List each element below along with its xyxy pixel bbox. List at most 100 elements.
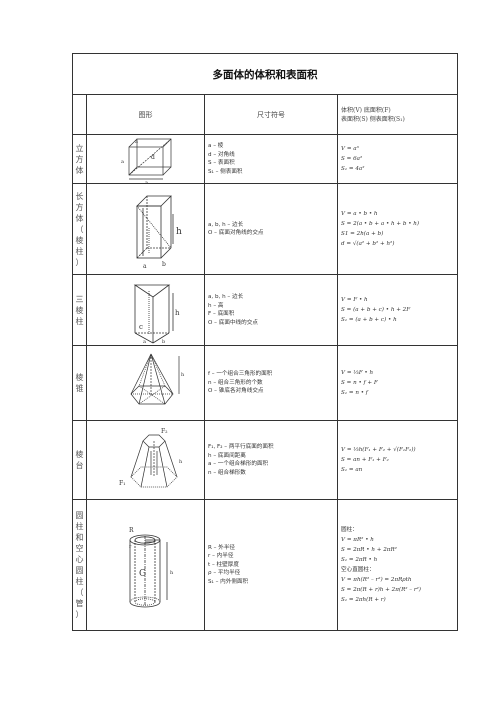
row-name-char: 棱 bbox=[75, 450, 84, 459]
symbol-line: R – 外半径 bbox=[208, 544, 236, 551]
fig-label: r bbox=[129, 544, 132, 550]
polyhedron-table: 多面体的体积和表面积 图形 尺寸符号 体积(V) 底面积(F) 表面积(S) 侧… bbox=[72, 53, 458, 631]
formula-line: S1 = 2h(a + b) bbox=[341, 231, 384, 237]
formula-cell: V = ⅓h(F₁ + F₂ + √(F₁F₂)) S = an + F₁ + … bbox=[337, 420, 458, 500]
row-name-char: 棱 bbox=[75, 235, 84, 245]
formula-line: S = 2π(R + r)h + 2π(R² – r²) bbox=[341, 587, 421, 593]
fig-label: a bbox=[121, 159, 124, 165]
hollow-cylinder-figure-icon: R r G h bbox=[129, 527, 174, 608]
formula-line: V = ⅓h(F₁ + F₂ + √(F₁F₂)) bbox=[341, 447, 416, 453]
row-name-char: 锥 bbox=[75, 384, 84, 393]
row-name-frustum: 棱 台 bbox=[72, 420, 87, 500]
figure-cell: R r G h bbox=[86, 499, 205, 631]
formula-line: S = 6a² bbox=[341, 156, 363, 162]
symbol-line: S₁ – 内外侧面积 bbox=[208, 578, 249, 585]
fig-label: G bbox=[139, 569, 146, 579]
figure-cell: h c a b bbox=[86, 274, 205, 346]
frustum-figure-icon: F₂ F₁ h bbox=[119, 428, 183, 488]
header-name-cell bbox=[72, 94, 87, 135]
header-formula: 体积(V) 底面积(F) 表面积(S) 侧表面积(S₁) bbox=[337, 94, 458, 135]
header-row: 图形 尺寸符号 体积(V) 底面积(F) 表面积(S) 侧表面积(S₁) bbox=[72, 94, 458, 135]
formula-cell: V = ⅓F • h S = n • f + F S₁ = n • f bbox=[337, 345, 458, 421]
fig-label: a bbox=[145, 180, 148, 183]
figure-cell: F₂ F₁ h bbox=[86, 420, 205, 500]
symbol-line: n – 组合三角形的个数 bbox=[208, 379, 263, 386]
header-formula-line1: 体积(V) 底面积(F) bbox=[341, 106, 391, 114]
symbol-line: r – 内半径 bbox=[208, 553, 234, 560]
symbol-line: f – 一个组合三角形的面积 bbox=[208, 371, 273, 378]
formula-line: S₁ = (a + b + c) • h bbox=[341, 317, 397, 323]
row-name-char: （ bbox=[75, 588, 84, 597]
formula-line: S₁ = an bbox=[341, 467, 363, 473]
figure-cell: a a d a bbox=[86, 134, 205, 184]
symbols-cell: R – 外半径 r – 内半径 t – 柱壁厚度 ρ – 平均半径 S₁ – 内… bbox=[204, 499, 338, 631]
row-name-char: 方 bbox=[75, 202, 84, 212]
formula-line: d = √(a² + b² + h²) bbox=[341, 241, 395, 247]
symbols-cell: F₁, F₂ – 两平行底面的面积 h – 底面间距离 a – 一个组合梯形的面… bbox=[204, 420, 338, 500]
row-name-char: 三 bbox=[75, 294, 84, 304]
formula-line: S₁ = 2πh(R + r) bbox=[341, 597, 386, 603]
fig-label: h bbox=[176, 227, 182, 237]
symbol-line: d – 对角线 bbox=[208, 151, 235, 158]
figure-cell: h bbox=[86, 345, 205, 421]
formula-line: V = πR² • h bbox=[341, 537, 374, 543]
fig-label: a bbox=[143, 263, 147, 270]
symbol-line: t – 柱壁厚度 bbox=[208, 561, 239, 568]
table-row: 三 棱 柱 h c a b bbox=[72, 274, 458, 346]
fig-label: c bbox=[139, 323, 143, 331]
symbol-line: n – 组合梯形数 bbox=[208, 469, 246, 476]
row-name-char: 立 bbox=[75, 143, 84, 153]
formula-cell: V = a³ S = 6a² S₁ = 4a² bbox=[337, 134, 458, 184]
fig-label: a bbox=[135, 139, 138, 145]
row-name-char: ） bbox=[75, 610, 84, 619]
symbols-cell: a – 棱 d – 对角线 S – 表面积 S₁ – 侧表面积 bbox=[204, 134, 338, 184]
formula-line: V = a³ bbox=[341, 146, 359, 152]
row-name-char: 心 bbox=[75, 555, 84, 564]
row-name-char: ） bbox=[75, 257, 84, 267]
formula-line: 空心直圆柱： bbox=[341, 567, 375, 573]
formula-line: S = 2πR • h + 2πR² bbox=[341, 547, 397, 553]
symbol-line: a – 棱 bbox=[208, 143, 224, 149]
formula-line: S₁ = n • f bbox=[341, 390, 368, 396]
symbol-line: a, b, h – 边长 bbox=[208, 221, 244, 228]
formula-cell: V = a • b • h S = 2(a • b + a • h + b • … bbox=[337, 183, 458, 275]
formula-line: S = 2(a • b + a • h + b • h) bbox=[341, 221, 420, 227]
header-figure: 图形 bbox=[86, 94, 205, 135]
row-name-char: 圆 bbox=[75, 511, 84, 520]
symbol-line: S₁ – 侧表面积 bbox=[208, 168, 243, 175]
symbols-cell: f – 一个组合三角形的面积 n – 组合三角形的个数 O – 锥底各对角线交点 bbox=[204, 345, 338, 421]
row-name-char: （ bbox=[75, 224, 84, 234]
symbol-line: O – 底面对角线的交点 bbox=[208, 230, 264, 236]
formula-line: V = a • b • h bbox=[341, 211, 378, 217]
symbol-line: O – 底面中线的交点 bbox=[208, 319, 258, 326]
symbols-cell: a, b, h – 边长 O – 底面对角线的交点 bbox=[204, 183, 338, 275]
row-name-char: 柱 bbox=[75, 316, 84, 326]
formula-line: S = n • f + F bbox=[341, 380, 378, 386]
row-name-cube: 立 方 体 bbox=[72, 134, 87, 184]
formula-cell: 圆柱： V = πR² • h S = 2πR • h + 2πR² S₁ = … bbox=[337, 499, 458, 631]
formula-line: S₁ = 4a² bbox=[341, 166, 365, 172]
row-name-char: 棱 bbox=[75, 305, 84, 315]
row-name-char: 柱 bbox=[75, 246, 84, 256]
fig-label: F₁ bbox=[119, 480, 126, 487]
row-name-cuboid: 长 方 体 （ 棱 柱 ） bbox=[72, 183, 87, 275]
fig-label: a bbox=[143, 339, 146, 345]
formula-line: S = an + F₁ + F₂ bbox=[341, 457, 389, 463]
formula-line: V = πh(R² – r²) = 2πRρth bbox=[341, 577, 412, 583]
formula-line: V = F • h bbox=[341, 297, 368, 303]
formula-line: S = (a + b + c) • h + 2F bbox=[341, 307, 411, 313]
table-row: 棱 锥 h bbox=[72, 345, 458, 421]
row-name-char: 空 bbox=[75, 544, 84, 553]
formula-line: S₁ = 2πR • h bbox=[341, 557, 378, 563]
row-name-char: 柱 bbox=[75, 577, 84, 586]
formula-line: V = ⅓F • h bbox=[341, 370, 374, 376]
title-row: 多面体的体积和表面积 bbox=[72, 53, 458, 95]
row-name-char: 台 bbox=[75, 461, 84, 470]
symbol-line: a – 一个组合梯形的面积 bbox=[208, 461, 269, 467]
symbol-line: ρ – 平均半径 bbox=[208, 570, 241, 577]
symbol-line: F₁, F₂ – 两平行底面的面积 bbox=[208, 444, 274, 450]
figure-cell: h a b bbox=[86, 183, 205, 275]
triangular-prism-figure-icon: h c a b bbox=[133, 284, 180, 345]
row-name-char: 方 bbox=[75, 154, 84, 164]
